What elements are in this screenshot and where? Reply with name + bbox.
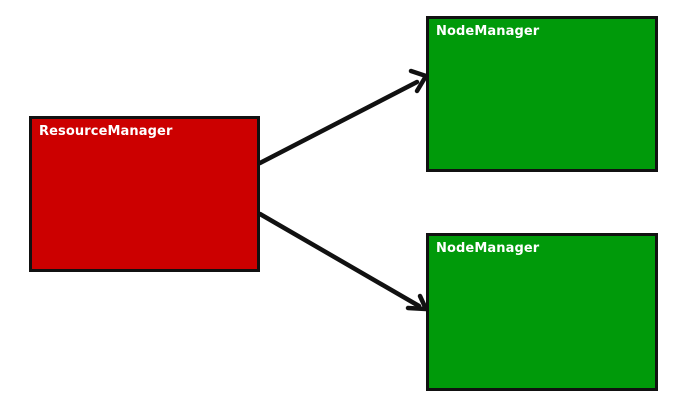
node-manager-label-bottom: NodeManager [436,241,540,256]
node-manager-label-top: NodeManager [436,24,540,39]
arrow-to-top-node-manager [257,68,429,166]
resource-manager-box: ResourceManager [29,116,260,272]
resource-manager-label: ResourceManager [39,124,173,139]
node-manager-box-top: NodeManager [426,16,658,172]
arrow-to-bottom-node-manager [257,211,429,312]
node-manager-box-bottom: NodeManager [426,233,658,391]
